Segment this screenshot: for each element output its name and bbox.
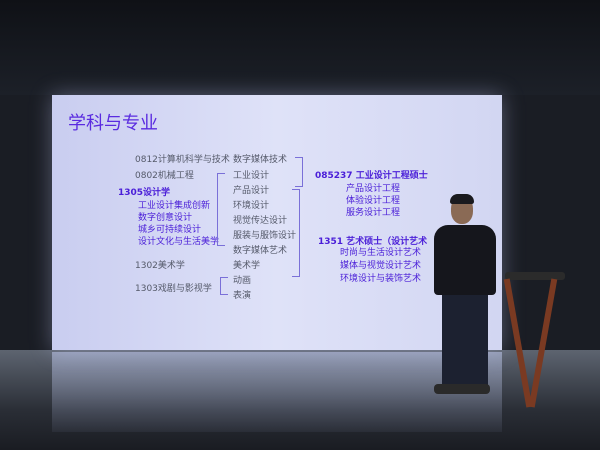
left-item: 1302美术学 <box>135 261 185 271</box>
presenter-torso <box>434 225 496 295</box>
major-item: 动画 <box>233 276 252 286</box>
bracket <box>217 173 225 246</box>
design-sub: 工业设计集成创新 <box>138 201 211 211</box>
eng-sub: 产品设计工程 <box>346 184 401 194</box>
left-item: 1303戏剧与影视学 <box>135 284 212 294</box>
mfa-sub: 媒体与视觉设计艺术 <box>340 261 422 271</box>
presenter-shoes <box>434 384 490 394</box>
major-item: 服装与服饰设计 <box>233 231 297 241</box>
major-item: 环境设计 <box>233 201 270 211</box>
stool-seat <box>505 272 565 280</box>
major-item: 视觉传达设计 <box>233 216 288 226</box>
mfa-sub: 环境设计与装饰艺术 <box>340 274 422 284</box>
bracket <box>295 157 303 187</box>
design-sub: 城乡可持续设计 <box>138 225 202 235</box>
presenter-legs <box>442 290 488 388</box>
ceiling <box>0 0 600 95</box>
major-item: 美术学 <box>233 261 261 271</box>
projected-slide: 学科与专业 0812计算机科学与技术 0802机械工程 1305设计学 工业设计… <box>52 95 502 350</box>
design-sub: 设计文化与生活美学 <box>138 237 220 247</box>
slide-reflection <box>52 352 502 432</box>
eng-sub: 服务设计工程 <box>346 208 401 218</box>
bracket <box>220 277 228 295</box>
major-item: 数字媒体艺术 <box>233 246 288 256</box>
eng-master-label: 085237 工业设计工程硕士 <box>315 171 428 181</box>
design-label: 1305设计学 <box>118 188 171 198</box>
left-item: 0802机械工程 <box>135 171 194 181</box>
bracket <box>292 189 300 277</box>
presenter-hair <box>450 194 474 204</box>
mfa-sub: 时尚与生活设计艺术 <box>340 248 422 258</box>
major-item: 工业设计 <box>233 171 270 181</box>
major-item: 产品设计 <box>233 186 270 196</box>
design-sub: 数字创意设计 <box>138 213 193 223</box>
eng-sub: 体验设计工程 <box>346 196 401 206</box>
slide-title: 学科与专业 <box>68 113 158 134</box>
major-item: 数字媒体技术 <box>233 155 288 165</box>
left-item: 0812计算机科学与技术 <box>135 155 230 165</box>
major-item: 表演 <box>233 291 252 301</box>
mfa-label: 1351 艺术硕士（设计艺术 <box>318 237 428 247</box>
